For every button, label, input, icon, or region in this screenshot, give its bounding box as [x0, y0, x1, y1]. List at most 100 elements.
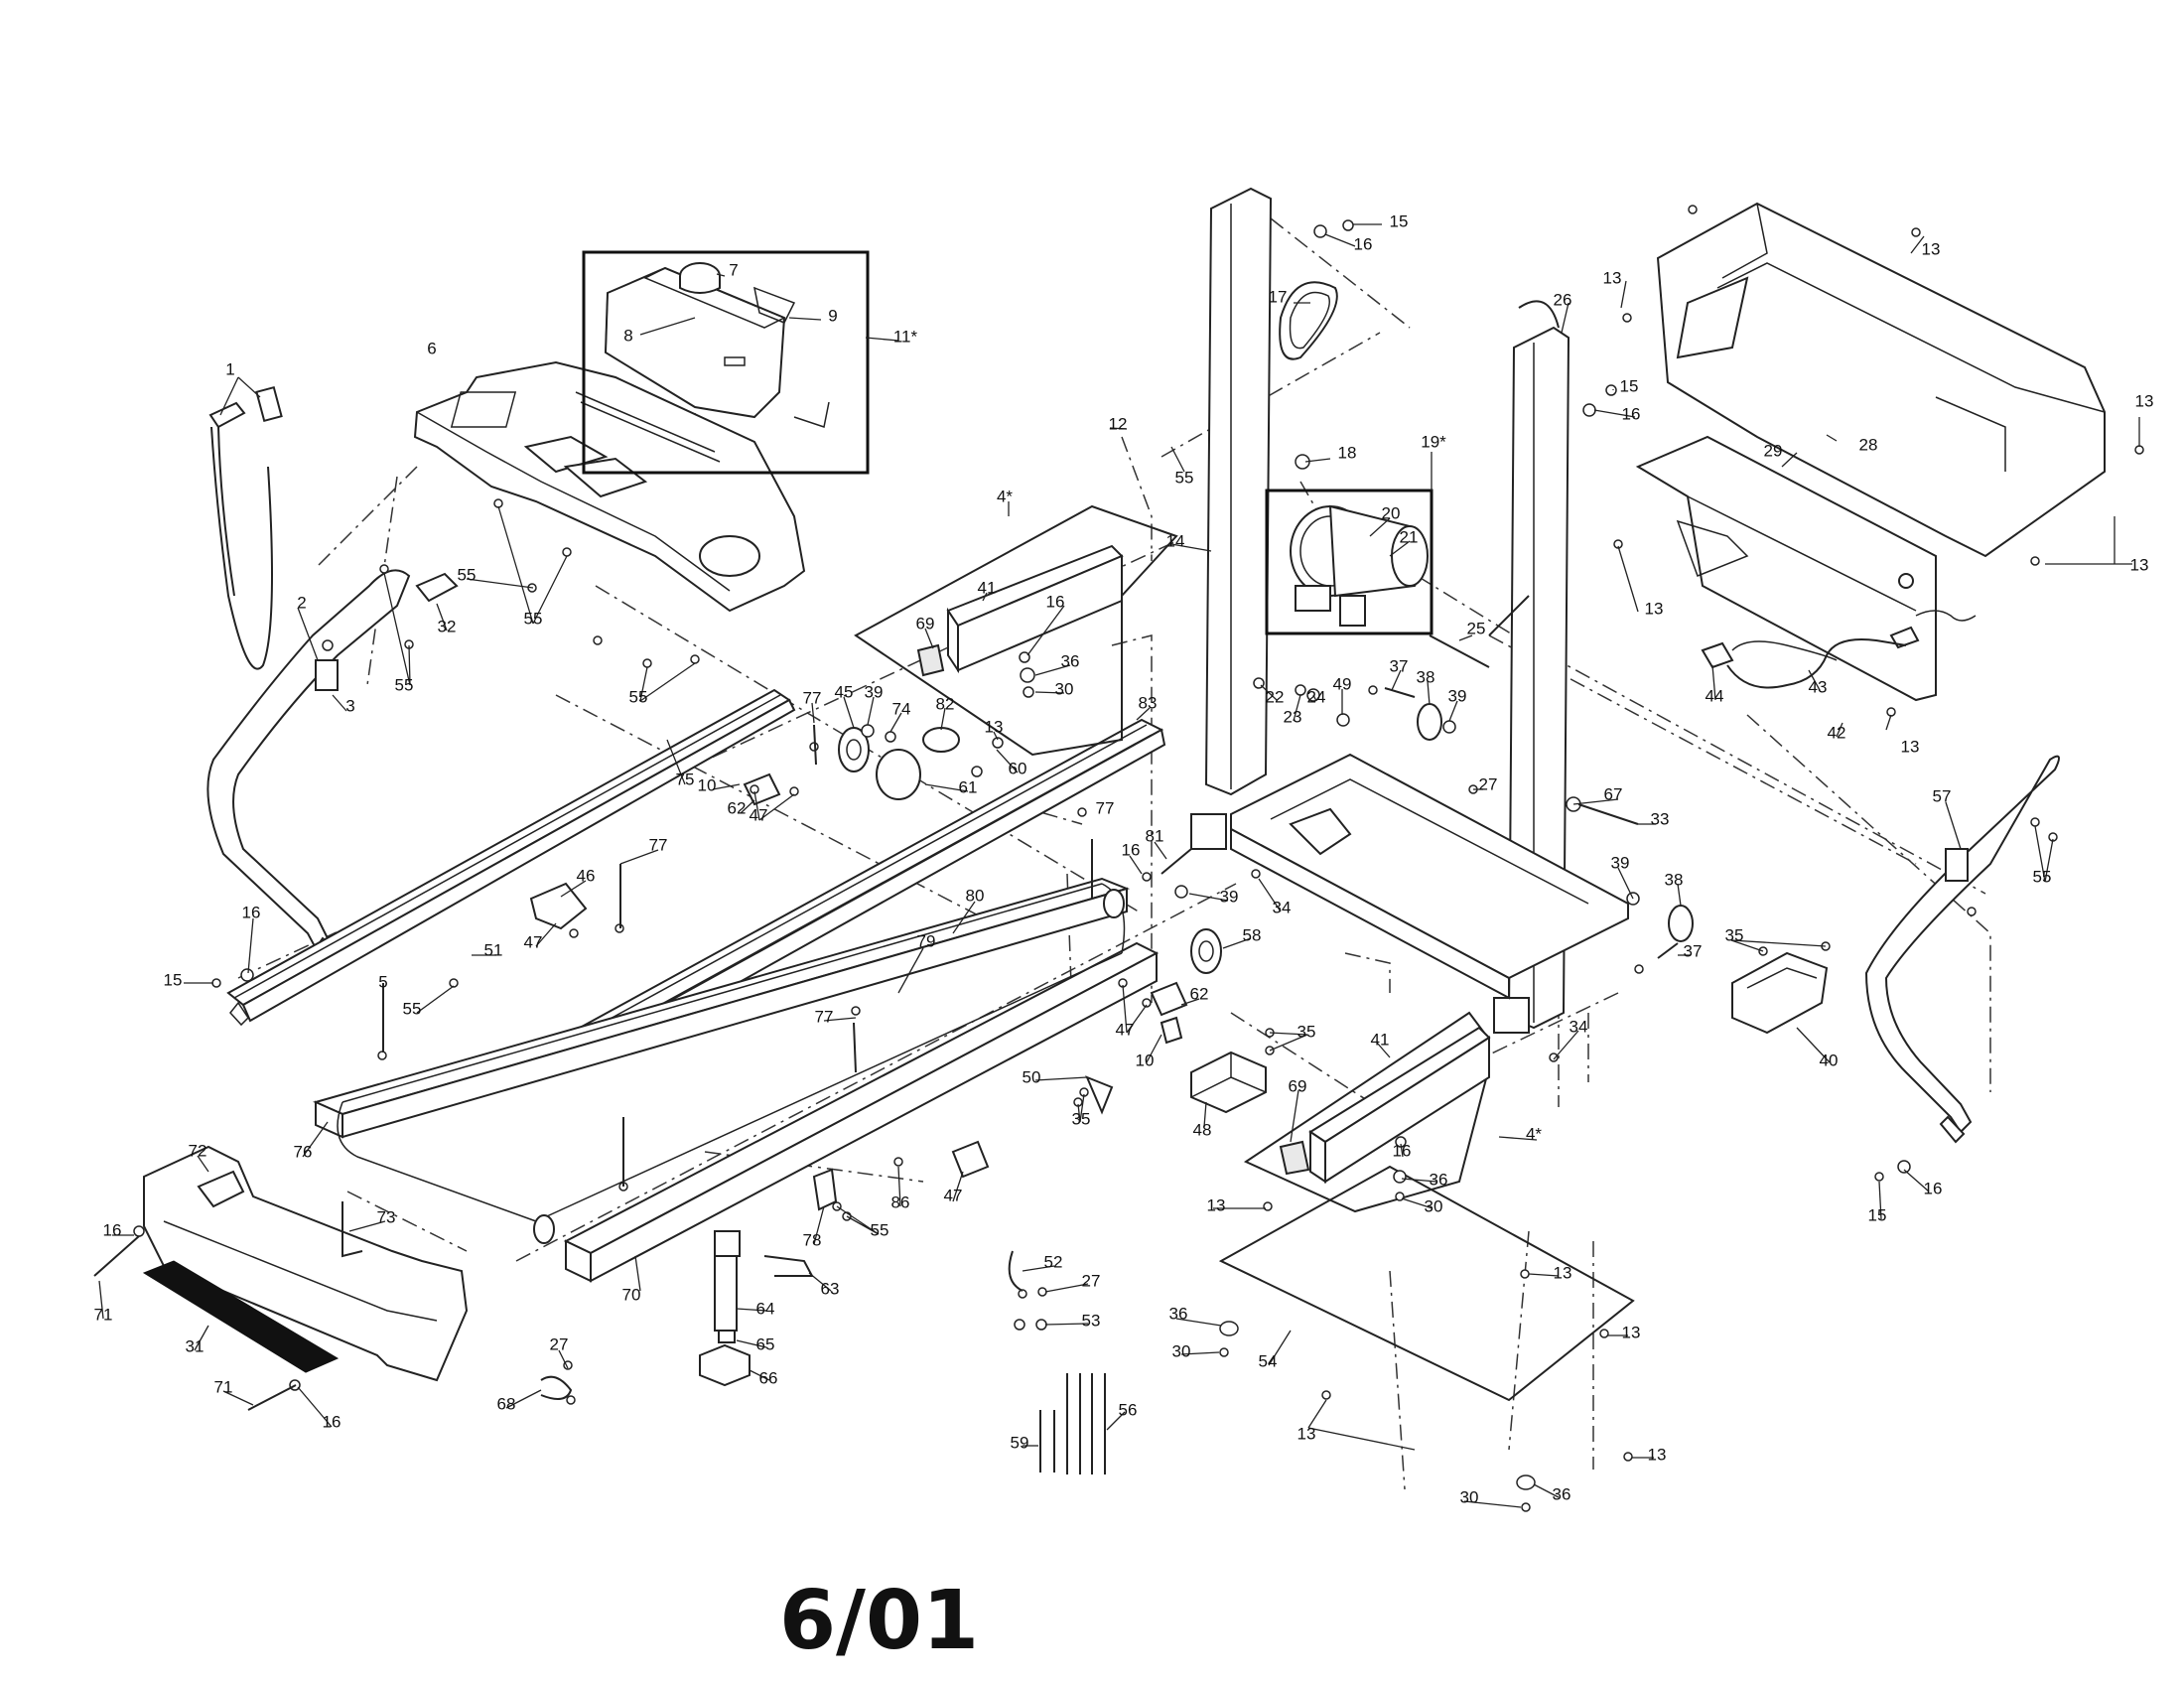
callout-label-c55h: 55	[871, 1220, 889, 1239]
callout-label-c27b: 27	[1082, 1271, 1101, 1290]
callout-label-c83: 83	[1139, 693, 1158, 712]
callout-label-c30b: 30	[1425, 1196, 1443, 1215]
callout-label-c68: 68	[497, 1394, 516, 1413]
callout-label-c55g: 55	[2033, 867, 2052, 886]
callout-label-c4a: 4*	[997, 487, 1013, 505]
callout-label-c55f: 55	[403, 999, 422, 1018]
part-base-plate	[1218, 1165, 1635, 1402]
callout-label-c61: 61	[959, 777, 978, 796]
callout-label-c24: 24	[1307, 687, 1326, 706]
callout-label-c27c: 27	[550, 1334, 569, 1353]
callout-label-c15b: 15	[1620, 376, 1639, 395]
part-73-hex-key	[341, 1201, 363, 1258]
callout-label-c37b: 37	[1684, 941, 1703, 960]
callout-label-c13k: 13	[1297, 1424, 1316, 1443]
date-code: 6/01	[779, 1574, 979, 1668]
callout-label-c38a: 38	[1417, 667, 1435, 686]
callout-label-c78: 78	[803, 1230, 822, 1249]
callout-label-c36a: 36	[1061, 651, 1080, 670]
callout-label-c23: 23	[1284, 707, 1302, 726]
part-bracket-32	[415, 572, 459, 603]
callout-label-c42: 42	[1828, 723, 1846, 742]
callout-label-c80: 80	[966, 886, 985, 905]
callout-label-c77a: 77	[803, 688, 822, 707]
callout-label-c4b: 4*	[1526, 1124, 1542, 1143]
part-incline-bracket	[1731, 951, 1829, 1035]
callout-label-c55e: 55	[629, 687, 648, 706]
part-pulleys	[838, 703, 1694, 974]
callout-label-c49: 49	[1333, 674, 1352, 693]
callout-label-c31: 31	[186, 1336, 205, 1355]
callout-label-c55c: 55	[524, 609, 543, 628]
part-walking-belt	[337, 883, 1126, 1222]
callout-label-c1: 1	[225, 359, 234, 378]
callout-label-c13j: 13	[1622, 1323, 1641, 1341]
callout-label-c20: 20	[1382, 503, 1401, 522]
callout-label-c39c: 39	[1220, 887, 1239, 906]
callout-label-c39a: 39	[865, 682, 884, 701]
callout-label-c77b: 77	[649, 835, 668, 854]
part-motor-hood	[1656, 202, 2106, 558]
callout-label-c45: 45	[835, 682, 854, 701]
part-48	[1190, 1051, 1267, 1114]
callout-label-c63: 63	[821, 1279, 840, 1298]
callout-label-c30c: 30	[1172, 1341, 1191, 1360]
callout-label-c11: 11*	[893, 327, 918, 346]
part-motor-controller	[1635, 435, 1937, 702]
callout-label-c32: 32	[438, 617, 457, 635]
callout-label-c18: 18	[1338, 443, 1357, 462]
callout-label-c37a: 37	[1390, 656, 1409, 675]
callout-label-c74: 74	[892, 699, 911, 718]
callout-label-c48: 48	[1193, 1120, 1212, 1139]
callout-label-c44: 44	[1706, 686, 1724, 705]
callout-label-c30d: 30	[1460, 1487, 1479, 1506]
callout-label-c69b: 69	[1289, 1076, 1307, 1095]
callout-label-c13b: 13	[1603, 268, 1622, 287]
callout-label-c55a: 55	[1175, 468, 1194, 487]
callout-label-c47c: 47	[1116, 1020, 1135, 1039]
callout-label-c13f: 13	[1645, 599, 1664, 618]
callout-label-c54: 54	[1259, 1351, 1278, 1370]
callout-label-c40: 40	[1820, 1051, 1839, 1069]
callout-label-c29: 29	[1764, 441, 1783, 460]
callout-label-c50: 50	[1023, 1067, 1041, 1086]
part-inset-box-left	[854, 504, 1178, 757]
callout-label-c64: 64	[756, 1299, 775, 1318]
callout-label-c76: 76	[294, 1142, 313, 1161]
callout-label-c71b: 71	[214, 1377, 233, 1396]
callout-label-c41a: 41	[978, 578, 997, 597]
callout-label-c7: 7	[729, 260, 738, 279]
callout-label-c28: 28	[1859, 435, 1878, 454]
callout-label-c10: 10	[698, 775, 717, 794]
callout-label-c35b: 35	[1072, 1109, 1091, 1128]
callout-label-c41b: 41	[1371, 1030, 1390, 1049]
callout-label-c58: 58	[1243, 925, 1262, 944]
callout-label-c16b: 16	[1622, 404, 1641, 423]
callout-label-c13g: 13	[1901, 737, 1920, 756]
callout-label-c16d: 16	[242, 903, 261, 921]
callout-label-c27a: 27	[1479, 774, 1498, 793]
callout-label-c10b: 10	[1136, 1051, 1155, 1069]
callout-label-c36b: 36	[1430, 1170, 1448, 1189]
callout-label-c47b: 47	[524, 932, 543, 951]
part-brackets	[529, 772, 1188, 1211]
callout-label-c75: 75	[676, 770, 695, 788]
callout-label-c13l: 13	[1648, 1445, 1667, 1464]
callout-label-c3: 3	[345, 696, 354, 715]
callout-label-c6: 6	[427, 339, 436, 357]
callout-label-c19: 19*	[1421, 432, 1446, 451]
callout-label-c72: 72	[189, 1141, 207, 1160]
callout-label-c52: 52	[1044, 1252, 1063, 1271]
callout-label-c39b: 39	[1448, 686, 1467, 705]
callout-label-c21: 21	[1400, 527, 1419, 546]
long-bolts	[93, 300, 1679, 1474]
callout-label-c16g: 16	[1924, 1179, 1943, 1197]
fasteners	[133, 205, 2144, 1512]
callout-label-c22: 22	[1266, 687, 1285, 706]
part-31-pad	[142, 1260, 340, 1373]
callout-label-c62b: 62	[1190, 984, 1209, 1003]
callout-label-c16h: 16	[103, 1220, 122, 1239]
callout-label-c47a: 47	[750, 805, 768, 824]
callout-label-c56: 56	[1119, 1400, 1138, 1419]
